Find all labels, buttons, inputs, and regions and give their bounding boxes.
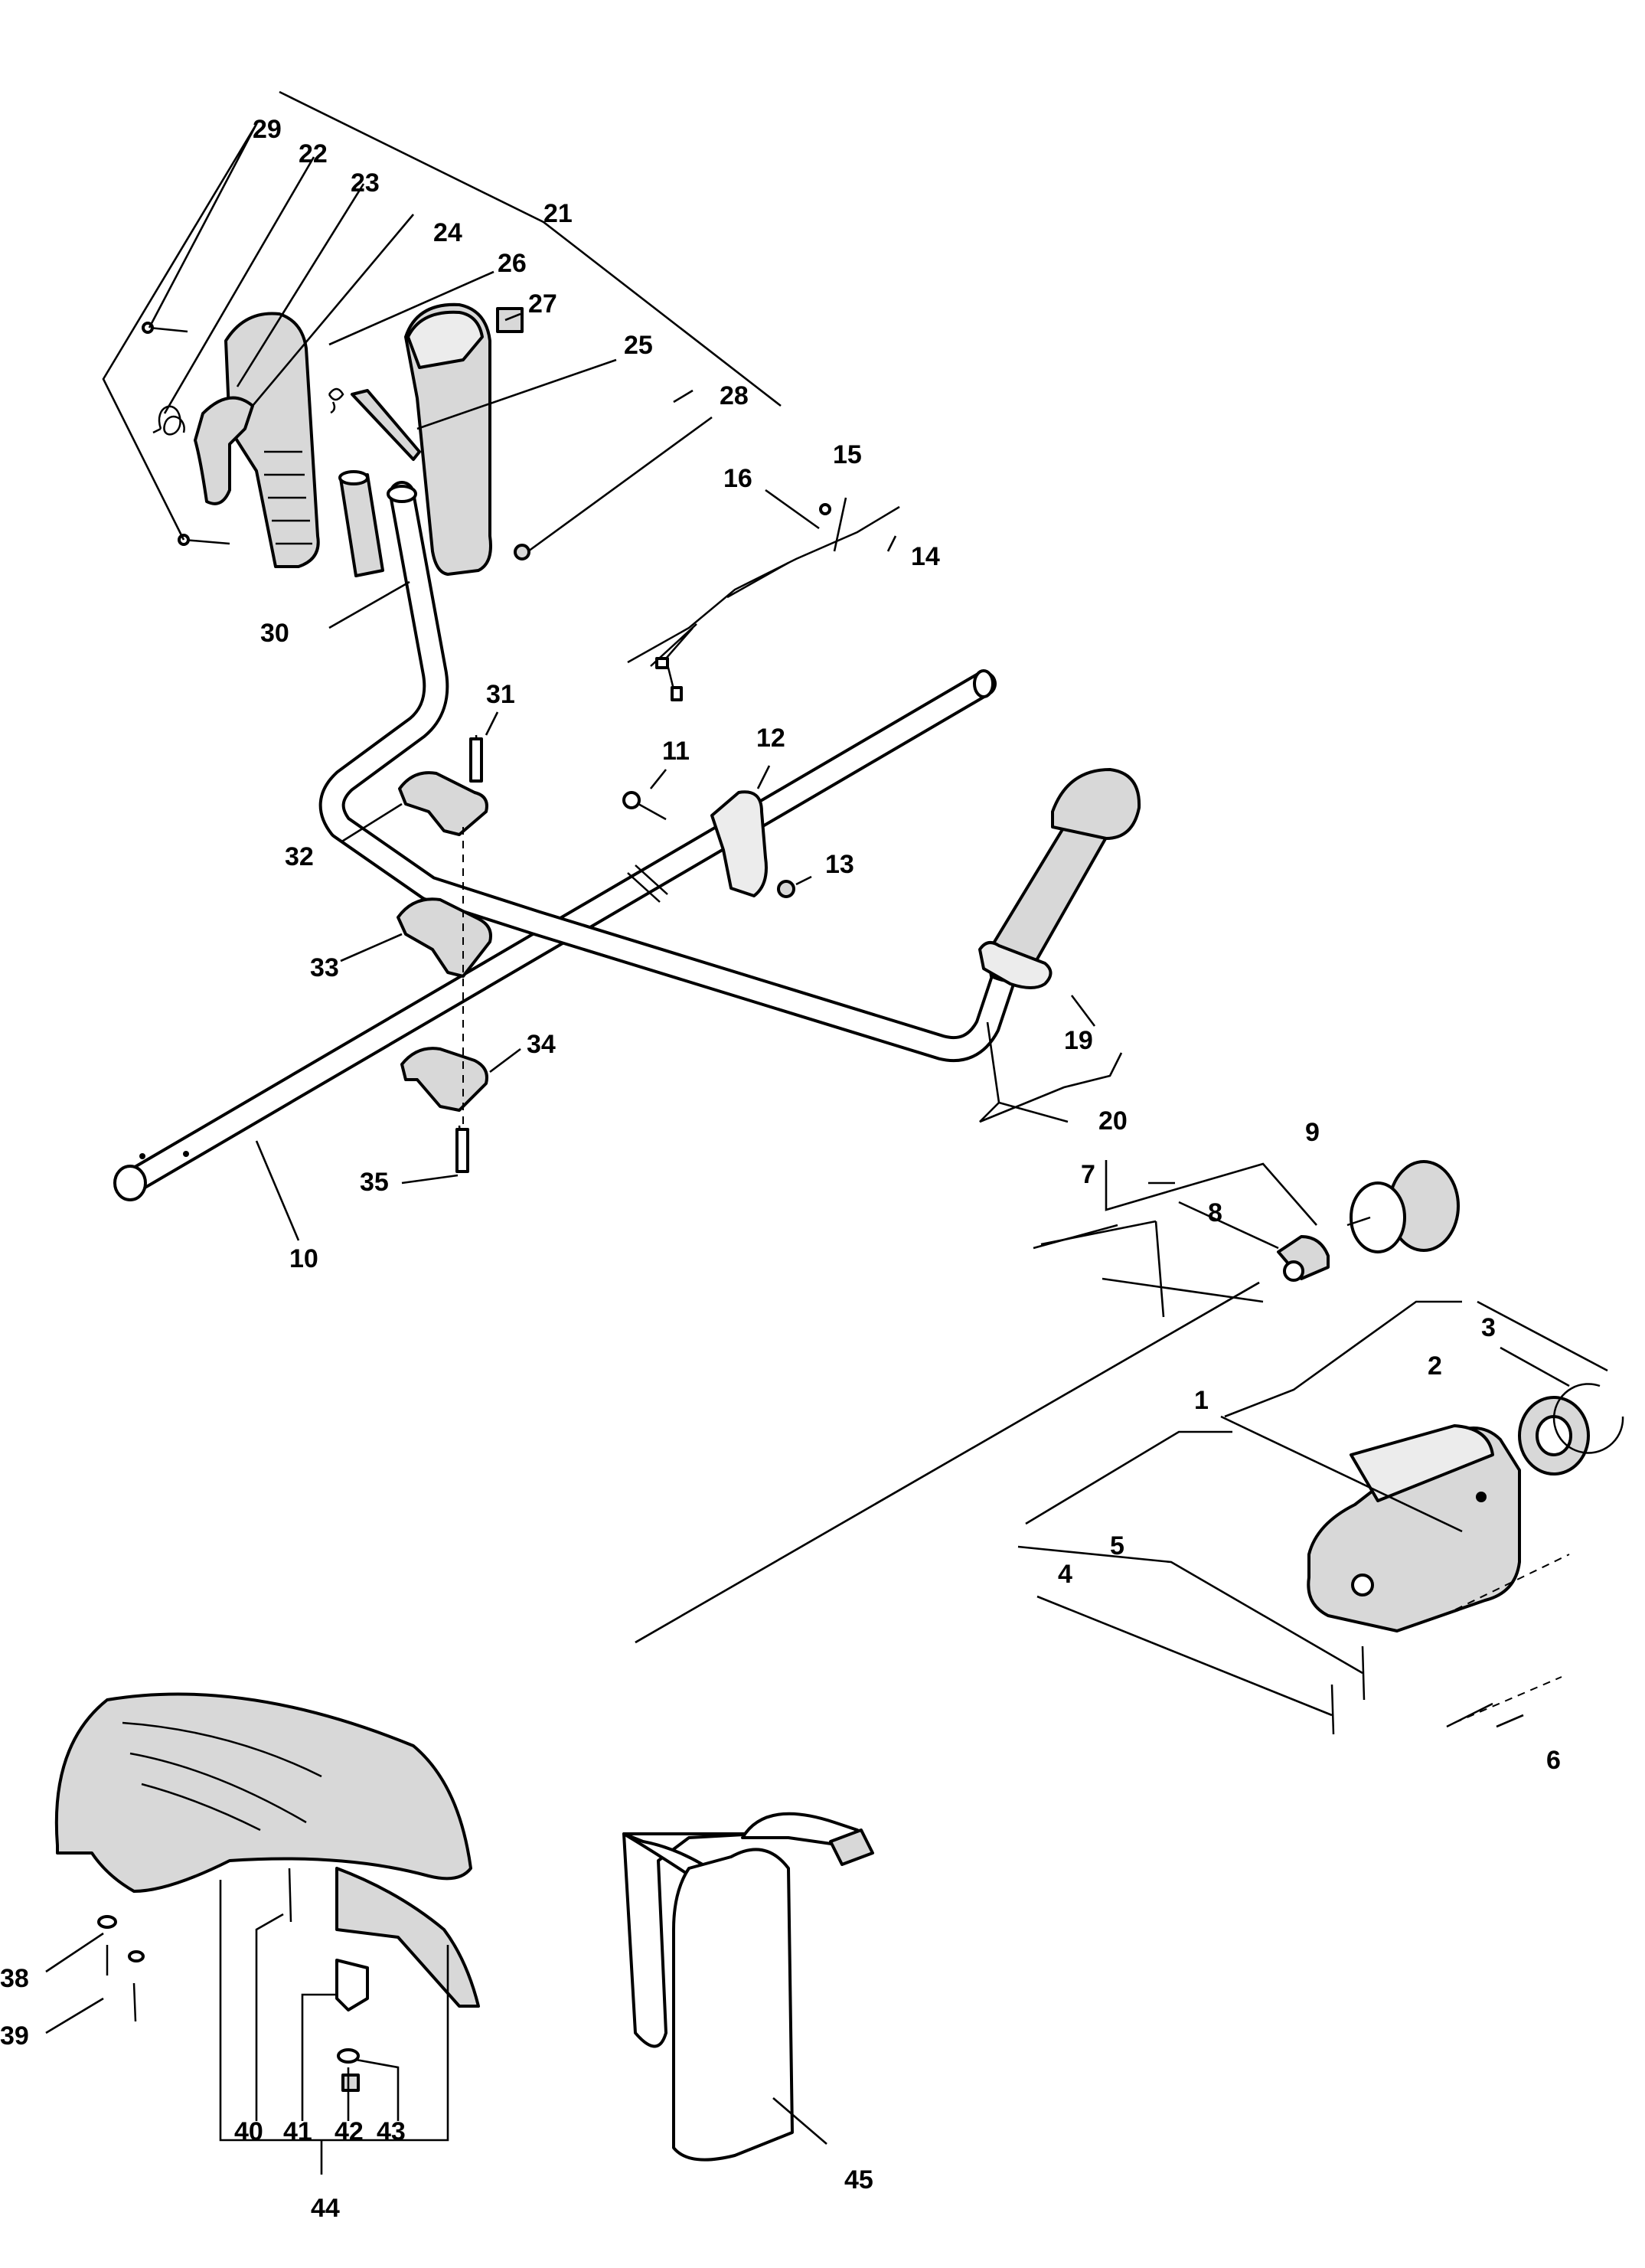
handle-clamps xyxy=(397,734,795,1173)
callout-21: 21 xyxy=(543,199,573,228)
callout-35: 35 xyxy=(360,1168,389,1197)
callout-3: 3 xyxy=(1481,1313,1496,1342)
callout-41: 41 xyxy=(283,2117,312,2146)
right-grip xyxy=(978,768,1141,989)
throttle-cable xyxy=(627,503,900,701)
handle-bar xyxy=(318,481,1016,1063)
grass-guard xyxy=(54,1692,480,2142)
callout-27: 27 xyxy=(528,289,557,319)
callout-28: 28 xyxy=(720,381,749,410)
callout-labels: 29 22 23 21 24 26 27 25 28 15 16 14 30 3… xyxy=(0,115,1561,2223)
callout-11: 11 xyxy=(662,737,690,766)
leader-lines xyxy=(45,90,1608,2175)
callout-32: 32 xyxy=(285,842,314,871)
callout-44: 44 xyxy=(311,2194,340,2223)
gear-head xyxy=(1307,1383,1624,1735)
callout-29: 29 xyxy=(253,115,282,144)
callout-10: 10 xyxy=(289,1244,318,1273)
callout-7: 7 xyxy=(1081,1160,1095,1189)
callout-40: 40 xyxy=(234,2117,263,2146)
callout-33: 33 xyxy=(310,953,339,982)
callout-1: 1 xyxy=(1194,1386,1209,1415)
callout-25: 25 xyxy=(624,331,653,360)
callout-19: 19 xyxy=(1064,1026,1093,1055)
callout-13: 13 xyxy=(825,850,854,879)
callout-16: 16 xyxy=(723,464,752,493)
callout-24: 24 xyxy=(433,218,462,247)
callout-39: 39 xyxy=(0,2021,29,2051)
callout-45: 45 xyxy=(844,2165,873,2194)
callout-38: 38 xyxy=(0,1964,29,1993)
callout-4: 4 xyxy=(1058,1560,1072,1589)
callout-42: 42 xyxy=(335,2117,364,2146)
callout-20: 20 xyxy=(1098,1106,1128,1136)
callout-14: 14 xyxy=(911,542,940,571)
shoulder-harness xyxy=(622,1812,874,2162)
callout-26: 26 xyxy=(498,249,527,278)
callout-9: 9 xyxy=(1305,1118,1320,1147)
callout-43: 43 xyxy=(377,2117,406,2146)
callout-6: 6 xyxy=(1546,1746,1561,1775)
callout-8: 8 xyxy=(1208,1198,1222,1227)
callout-15: 15 xyxy=(833,440,862,469)
callout-22: 22 xyxy=(299,139,328,168)
callout-5: 5 xyxy=(1110,1531,1124,1560)
drive-shaft xyxy=(635,1160,1460,1644)
callout-34: 34 xyxy=(527,1030,556,1059)
callout-2: 2 xyxy=(1428,1351,1442,1381)
callout-31: 31 xyxy=(486,680,515,709)
callout-12: 12 xyxy=(756,724,785,753)
callout-30: 30 xyxy=(260,619,289,648)
control-handle-assembly xyxy=(142,302,530,577)
callout-23: 23 xyxy=(351,168,380,198)
